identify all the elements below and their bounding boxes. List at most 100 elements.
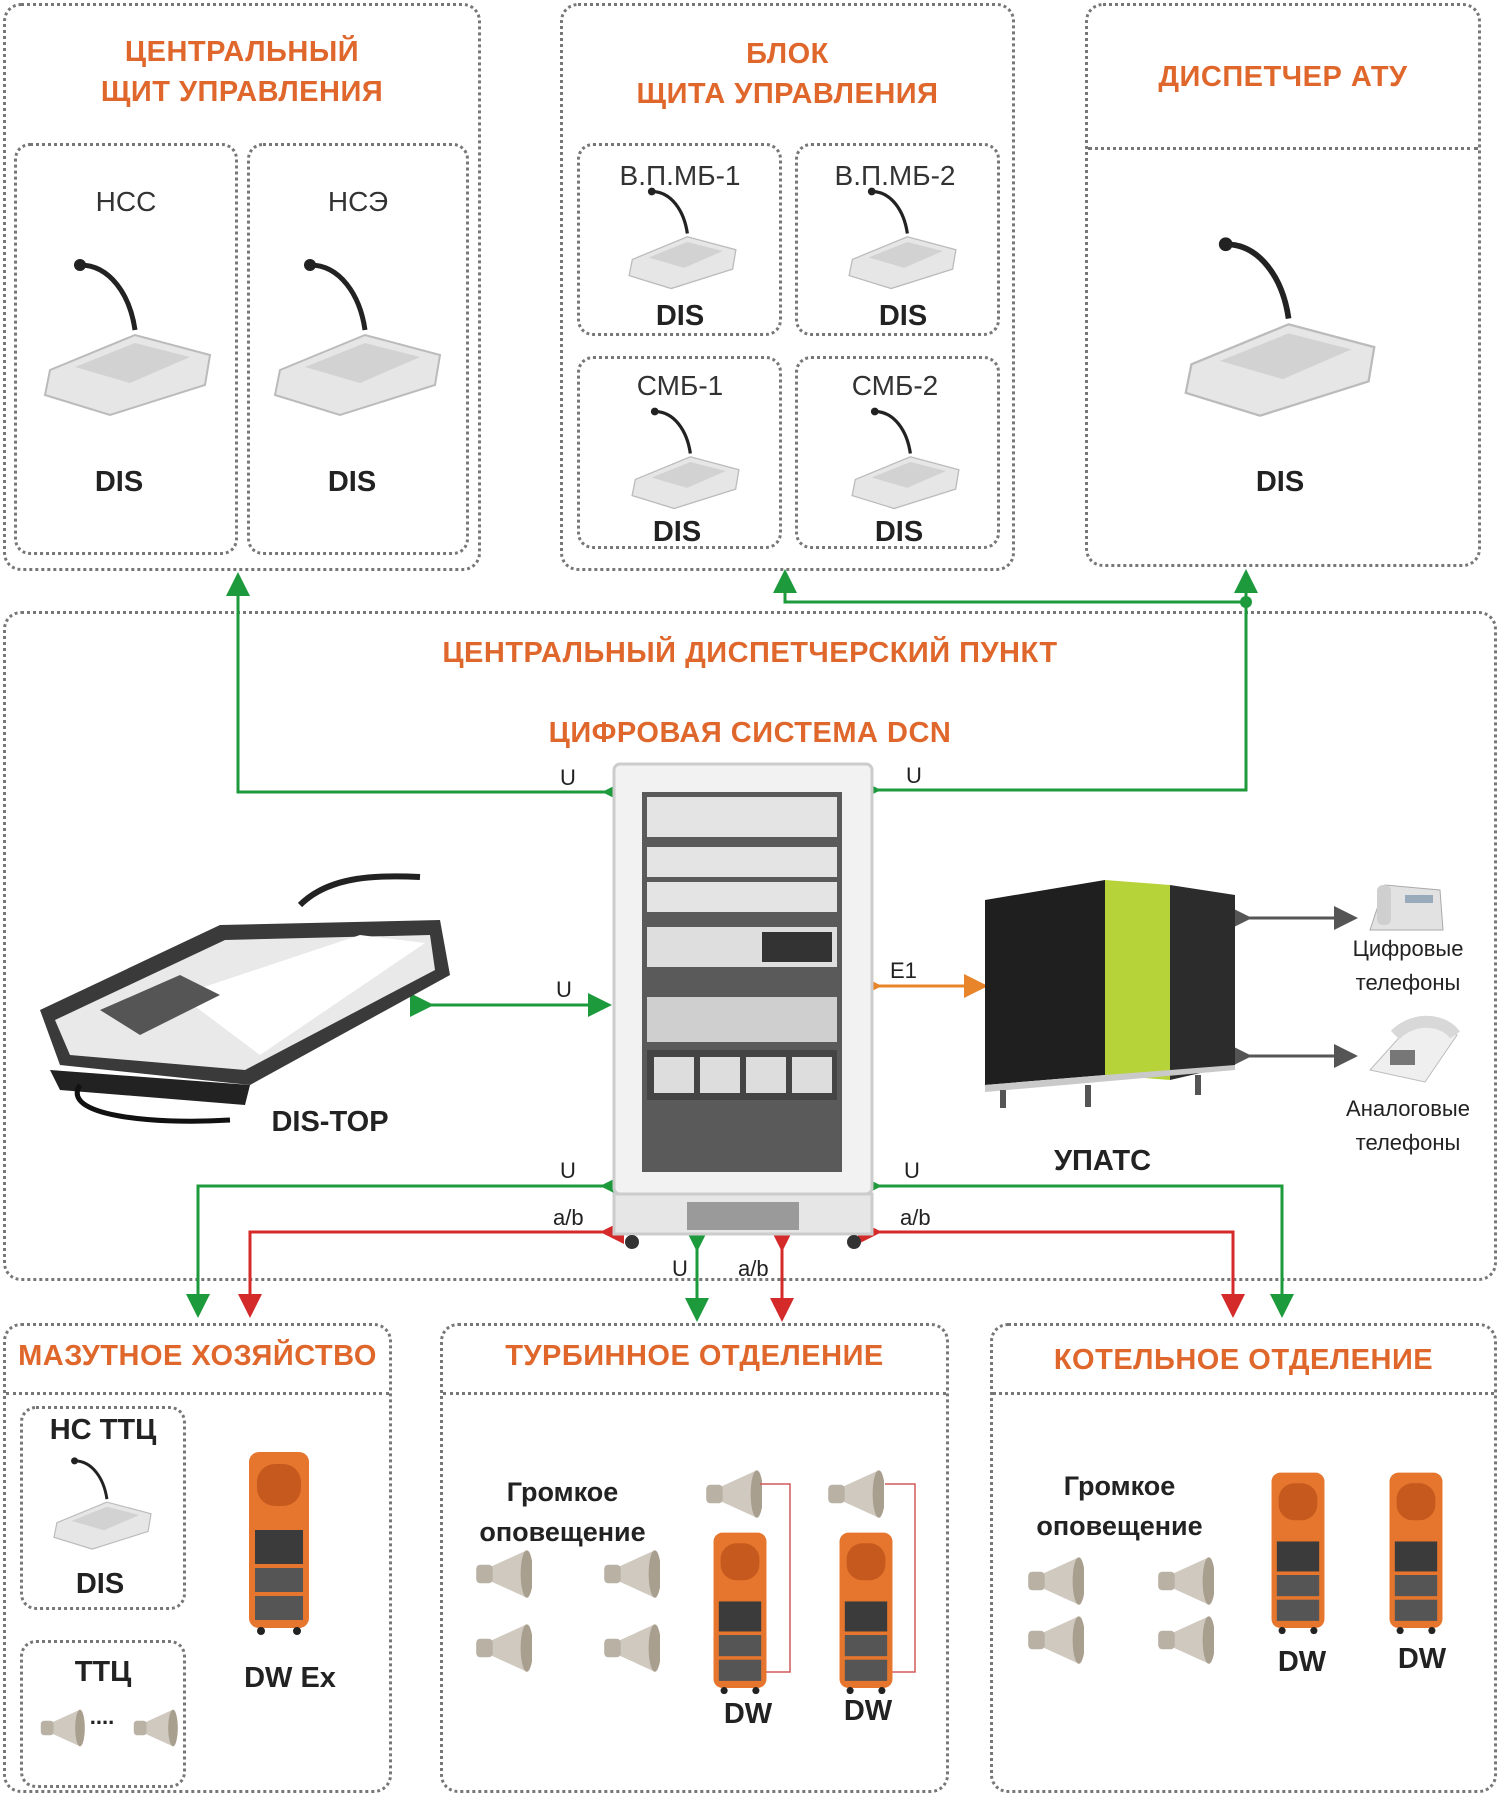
desk-console-icon-atu: [1184, 237, 1376, 417]
horn-speaker-icon: [828, 1470, 884, 1518]
desk-console-icon-nss: [43, 259, 212, 417]
turbine-station-dw-2-label: DW: [843, 1695, 893, 1727]
panel-central-board-title: ЦЕНТРАЛЬНЫЙ ЩИТ УПРАВЛЕНИЯ: [100, 36, 384, 108]
desk-console-icon-nse: [273, 259, 442, 417]
horn-speaker-icon: [1028, 1557, 1084, 1605]
horn-speaker-icon: [1028, 1616, 1084, 1664]
panel-central-dispatch: [3, 611, 1497, 1281]
console-card-vpmb1: [577, 143, 782, 336]
link-u-fuel-oil: [186, 1174, 624, 1318]
console-device-vpmb2: DIS: [878, 300, 928, 332]
console-card-nss: [14, 143, 238, 555]
intercom-station-icon: [713, 1532, 767, 1695]
panel-board-block-title: БЛОК ЩИТА УПРАВЛЕНИЯ: [636, 38, 939, 110]
turbine-pa-label: Громкое оповещение: [479, 1477, 646, 1547]
analog-phone-icon: [1369, 1015, 1460, 1083]
console-device-nss: DIS: [94, 466, 144, 498]
digital-phones-label: Цифровые телефоны: [1352, 936, 1464, 995]
panel-fuel-oil-title: МАЗУТНОЕ ХОЗЯЙСТВО: [18, 1340, 377, 1372]
desk-console-icon-ns-ttc: [53, 1457, 152, 1550]
link-label-u-central-board: U: [560, 765, 576, 790]
boiler-station-dw-2-label: DW: [1397, 1643, 1447, 1675]
horn-speaker-icon: [476, 1624, 532, 1672]
console-card-nse: [247, 143, 469, 555]
panel-fuel-oil: [3, 1323, 392, 1793]
horn-speaker-icon: [604, 1550, 660, 1598]
desk-console-icon-vpmb2: [848, 187, 957, 290]
console-card-vpmb2: [795, 143, 1000, 336]
console-card-smb1: [577, 356, 782, 549]
horn-speaker-icon: [1158, 1616, 1214, 1664]
link-label-ab-turbine: a/b: [738, 1256, 769, 1281]
link-u-atu: [773, 569, 1248, 802]
horn-speaker-icon: [40, 1709, 85, 1747]
dcn-server-rack-icon: [612, 762, 874, 1249]
analog-phones-label: Аналоговые телефоны: [1346, 1096, 1470, 1155]
pbx-label: УПАТС: [1053, 1145, 1152, 1177]
dis-top-label: DIS-TOP: [271, 1106, 389, 1138]
panel-turbine-divider: [443, 1392, 946, 1395]
horn-speaker-icon: [133, 1709, 178, 1747]
link-ab-boiler: [858, 1220, 1245, 1318]
boiler-pa-label: Громкое оповещение: [1036, 1471, 1203, 1541]
console-name-vpmb1: В.П.МБ-1: [619, 160, 741, 191]
console-device-atu: DIS: [1255, 466, 1305, 498]
link-label-u-turbine: U: [672, 1256, 688, 1281]
panel-turbine: [440, 1323, 949, 1793]
speakers-ellipsis: ....: [89, 1704, 115, 1729]
panel-boiler-divider: [993, 1392, 1494, 1395]
console-card-ns-ttc: [20, 1406, 186, 1610]
dis-top-console-icon: [40, 873, 450, 1124]
link-label-ab-fuel-oil: a/b: [553, 1205, 584, 1230]
link-label-u-boiler: U: [904, 1158, 920, 1183]
panel-atu-divider: [1088, 147, 1478, 150]
link-label-u-atu: U: [906, 763, 922, 788]
panel-boiler-title: КОТЕЛЬНОЕ ОТДЕЛЕНИЕ: [1053, 1344, 1434, 1376]
speakers-name-ttc: ТТЦ: [74, 1656, 132, 1688]
console-name-ns-ttc: НС ТТЦ: [49, 1414, 157, 1446]
console-device-smb1: DIS: [652, 516, 702, 548]
station-dw-ex-label: DW Ex: [244, 1662, 336, 1694]
desk-console-icon-smb1: [631, 407, 740, 510]
link-u-boiler: [858, 1174, 1294, 1318]
panel-central-board: [3, 3, 481, 571]
horn-speaker-icon: [604, 1624, 660, 1672]
horn-speaker-icon: [476, 1550, 532, 1598]
panel-turbine-title: ТУРБИННОЕ ОТДЕЛЕНИЕ: [505, 1340, 884, 1372]
desk-console-icon-smb2: [851, 407, 960, 510]
console-name-smb1: СМБ-1: [636, 370, 724, 401]
console-card-smb2: [795, 356, 1000, 549]
console-device-nse: DIS: [327, 466, 377, 498]
console-name-vpmb2: В.П.МБ-2: [834, 160, 956, 191]
panel-boiler: [990, 1323, 1497, 1793]
intercom-station-icon: [249, 1452, 309, 1635]
speakers-card-ttc: [20, 1640, 186, 1788]
console-device-vpmb1: DIS: [655, 300, 705, 332]
link-label-u-fuel-oil: U: [560, 1158, 576, 1183]
link-ab-fuel-oil: [238, 1220, 624, 1318]
junction-dot: [1240, 596, 1252, 608]
desk-console-icon-vpmb1: [628, 187, 737, 290]
intercom-station-icon: [1389, 1472, 1443, 1635]
link-label-u-dis-top: U: [556, 977, 572, 1002]
digital-phone-icon: [1369, 884, 1444, 931]
link-label-e1: E1: [890, 958, 917, 983]
turbine-station-dw-1-label: DW: [723, 1698, 773, 1730]
horn-speaker-icon: [706, 1470, 762, 1518]
panel-fuel-oil-divider: [6, 1392, 389, 1395]
panel-atu-dispatcher: [1085, 3, 1481, 567]
console-device-smb2: DIS: [874, 516, 924, 548]
intercom-station-icon: [1271, 1472, 1325, 1635]
boiler-station-dw-1-label: DW: [1277, 1646, 1327, 1678]
console-name-nse: НСЭ: [327, 186, 389, 217]
console-device-ns-ttc: DIS: [75, 1568, 125, 1600]
horn-speaker-icon: [1158, 1557, 1214, 1605]
console-name-nss: НСС: [95, 186, 157, 217]
console-name-smb2: СМБ-2: [851, 370, 939, 401]
intercom-station-icon: [839, 1532, 893, 1695]
turbine-bracket-lines: [760, 1483, 916, 1673]
link-u-central-board: [226, 572, 626, 804]
pbx-cabinet-icon: [985, 880, 1235, 1108]
link-label-ab-boiler: a/b: [900, 1205, 931, 1230]
